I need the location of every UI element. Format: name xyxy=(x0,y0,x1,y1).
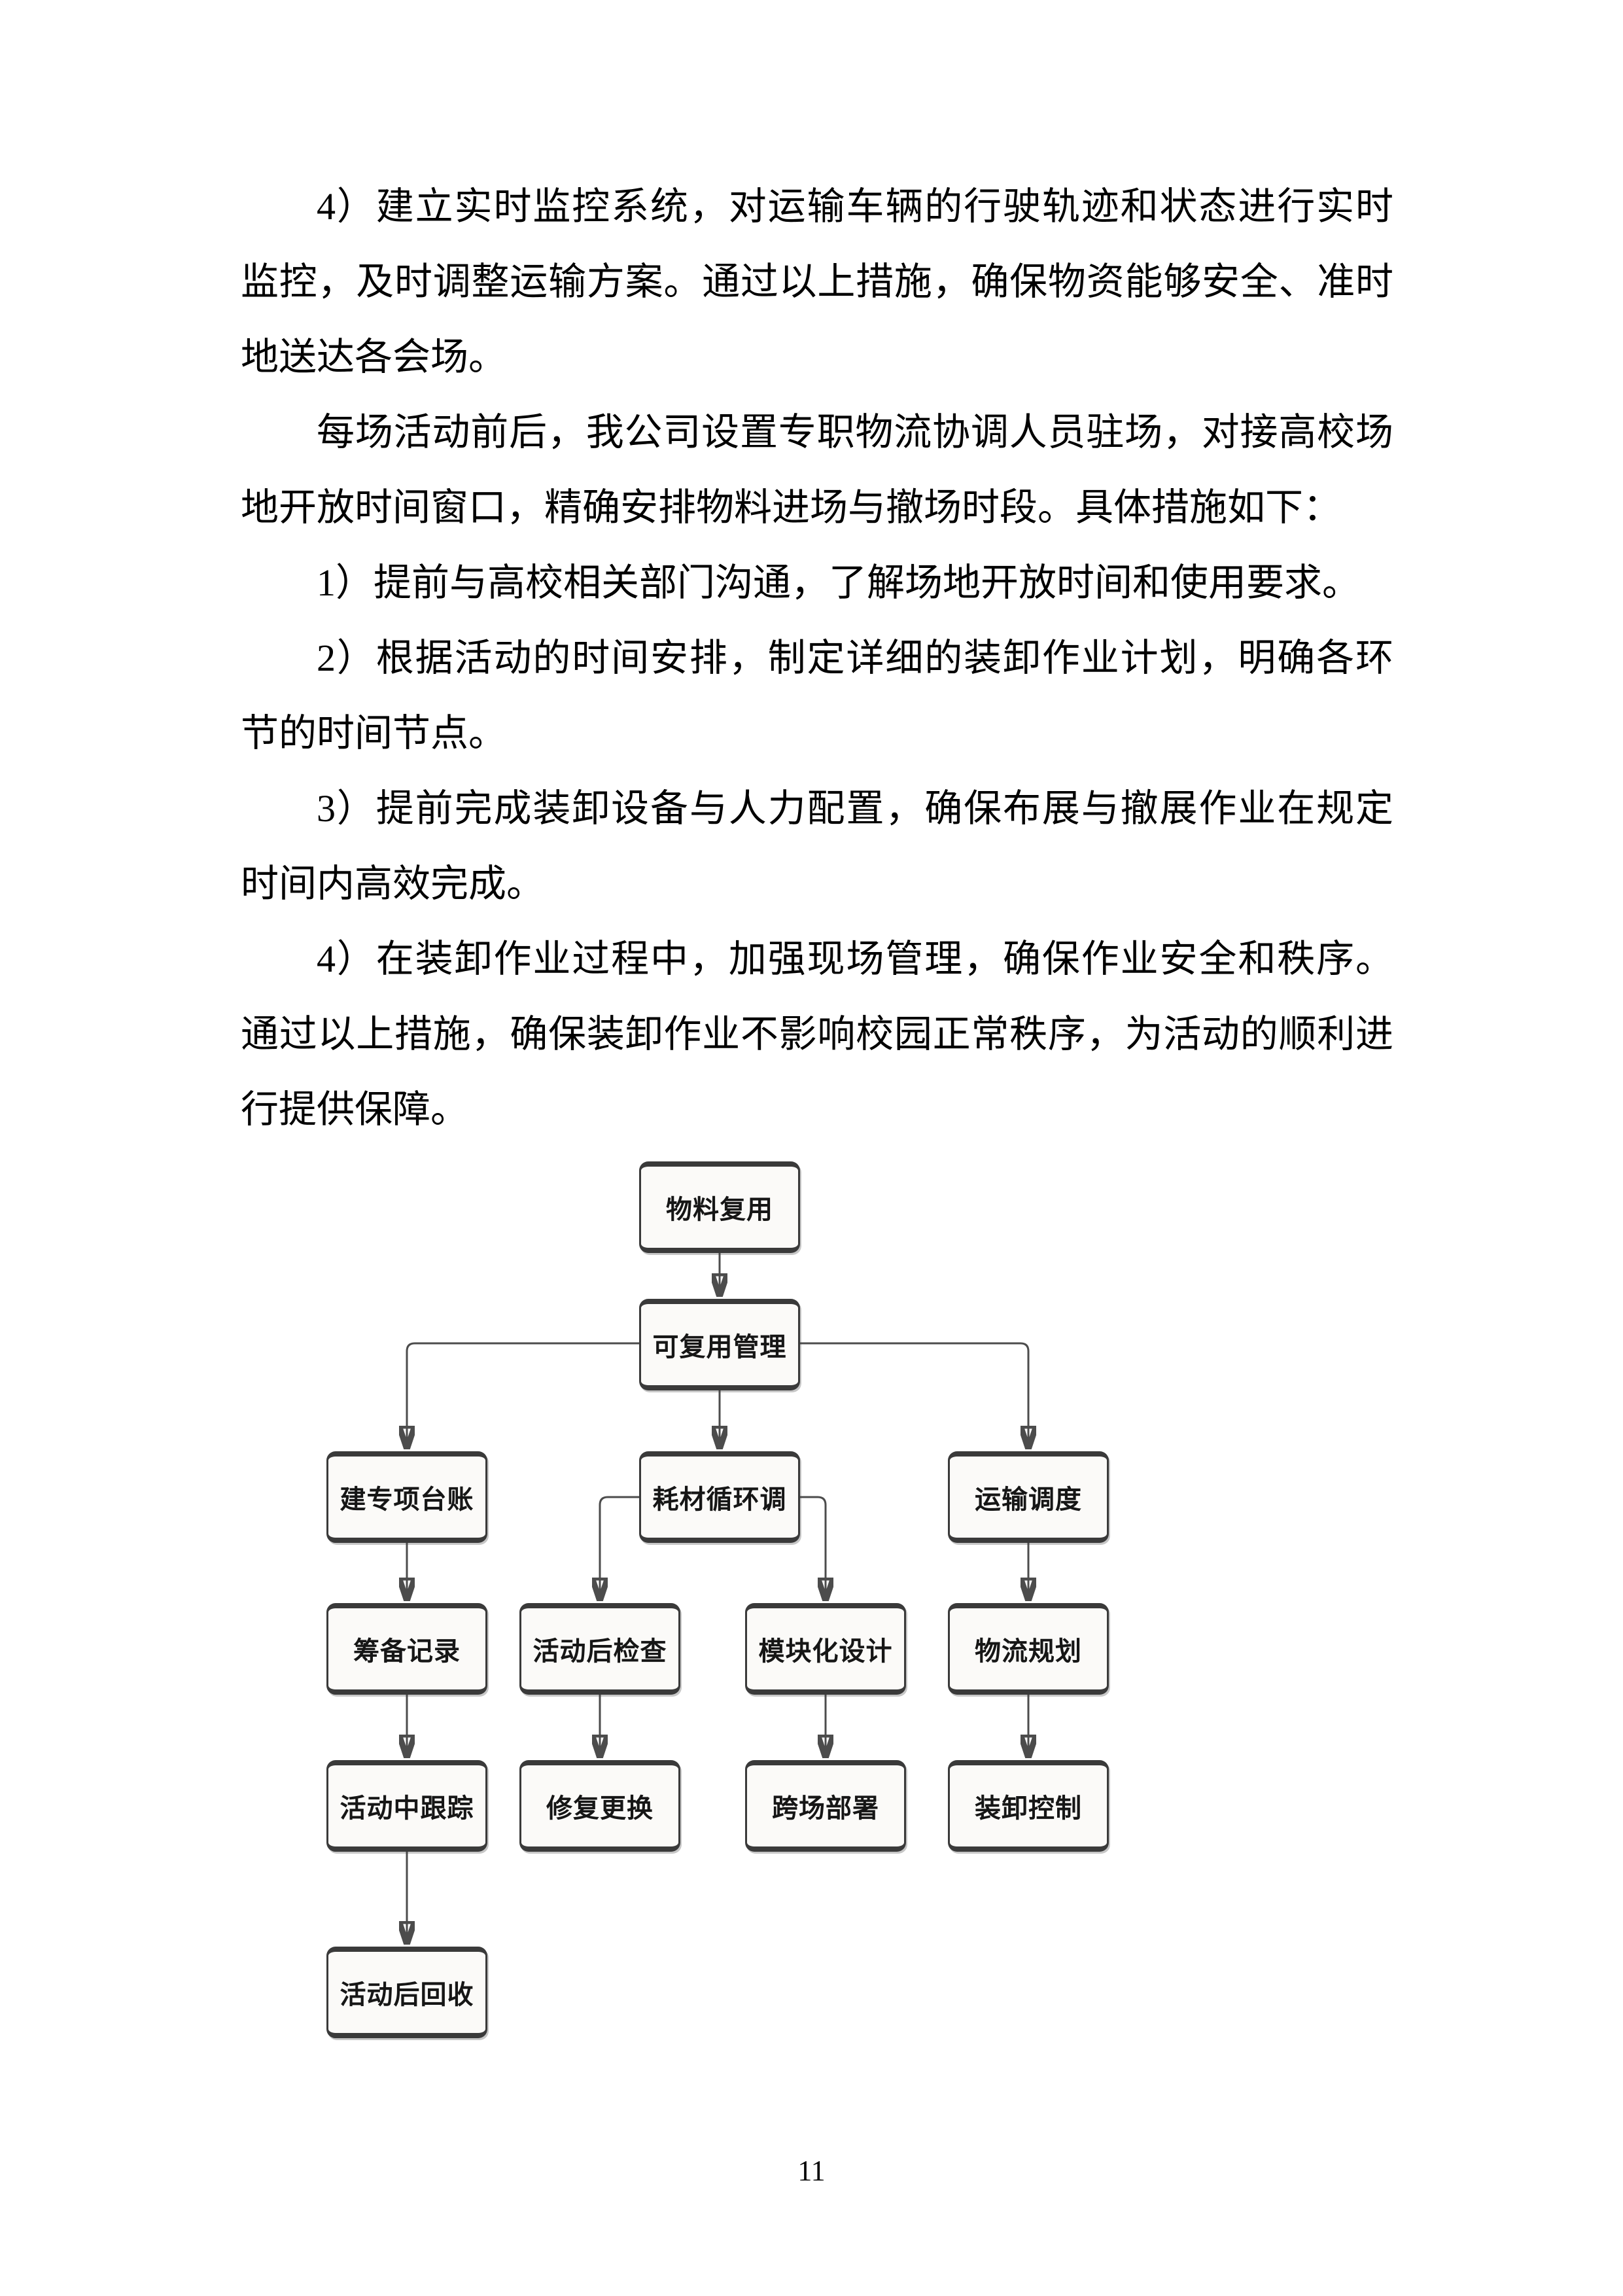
flow-node-label: 跨场部署 xyxy=(772,1794,879,1823)
flow-node-reusable-mgmt: 可复用管理 xyxy=(639,1299,800,1390)
flow-node-label: 装卸控制 xyxy=(975,1794,1082,1823)
flow-node-ledger: 建专项台账 xyxy=(326,1451,487,1543)
flow-node-repair-replace: 修复更换 xyxy=(519,1760,680,1852)
flow-node-label: 模块化设计 xyxy=(758,1637,893,1666)
paragraph-item-1: 1）提前与高校相关部门沟通，了解场地开放时间和使用要求。 xyxy=(317,561,1361,604)
flow-node-transport-dispatch: 运输调度 xyxy=(948,1451,1109,1543)
flow-node-material-reuse: 物料复用 xyxy=(639,1161,800,1253)
flow-node-label: 活动中跟踪 xyxy=(340,1794,474,1823)
flow-node-label: 筹备记录 xyxy=(353,1637,461,1666)
body-text: 4）建立实时监控系统，对运输车辆的行驶轨迹和状态进行实时监控，及时调整运输方案。… xyxy=(241,169,1393,1147)
flow-node-label: 可复用管理 xyxy=(652,1333,787,1362)
flow-edge-reusable-mgmt-to-ledger xyxy=(407,1342,639,1447)
paragraph-item-2: 2）根据活动的时间安排，制定详细的装卸作业计划，明确各环节的时间节点。 xyxy=(241,637,1393,754)
paragraph-monitoring-system: 4）建立实时监控系统，对运输车辆的行驶轨迹和状态进行实时监控，及时调整运输方案。… xyxy=(241,185,1393,378)
flow-edge-consumable-cycle-to-modular-design xyxy=(800,1496,826,1599)
flow-edge-reusable-mgmt-to-transport-dispatch xyxy=(800,1342,1028,1447)
flow-node-consumable-cycle: 耗材循环调 xyxy=(639,1451,800,1543)
flow-node-logistics-plan: 物流规划 xyxy=(948,1603,1109,1695)
flow-node-modular-design: 模块化设计 xyxy=(745,1603,906,1695)
flow-node-post-event-check: 活动后检查 xyxy=(519,1603,680,1695)
flow-node-label: 修复更换 xyxy=(546,1794,654,1823)
flow-node-label: 耗材循环调 xyxy=(652,1485,787,1514)
page-number: 11 xyxy=(797,2155,826,2187)
flow-node-label: 运输调度 xyxy=(975,1485,1082,1514)
paragraph-item-3: 3）提前完成装卸设备与人力配置，确保布展与撤展作业在规定时间内高效完成。 xyxy=(241,787,1393,905)
paragraph-item-4: 4）在装卸作业过程中，加强现场管理，确保作业安全和秩序。通过以上措施，确保装卸作… xyxy=(241,938,1393,1131)
flow-node-cross-venue-deploy: 跨场部署 xyxy=(745,1760,906,1852)
flow-node-post-event-recycle: 活动后回收 xyxy=(326,1947,487,2038)
paragraph-onsite-coordinator: 每场活动前后，我公司设置专职物流协调人员驻场，对接高校场地开放时间窗口，精确安排… xyxy=(241,411,1393,529)
flow-node-label: 物料复用 xyxy=(666,1195,773,1224)
flow-node-label: 建专项台账 xyxy=(340,1485,474,1514)
flow-node-prep-record: 筹备记录 xyxy=(326,1603,487,1695)
flow-node-loading-control: 装卸控制 xyxy=(948,1760,1109,1852)
flow-node-in-event-tracking: 活动中跟踪 xyxy=(326,1760,487,1852)
flow-edge-consumable-cycle-to-post-event-check xyxy=(600,1496,639,1599)
flow-node-label: 活动后回收 xyxy=(340,1981,474,2009)
flow-node-label: 物流规划 xyxy=(975,1637,1082,1666)
flow-node-label: 活动后检查 xyxy=(532,1637,667,1666)
